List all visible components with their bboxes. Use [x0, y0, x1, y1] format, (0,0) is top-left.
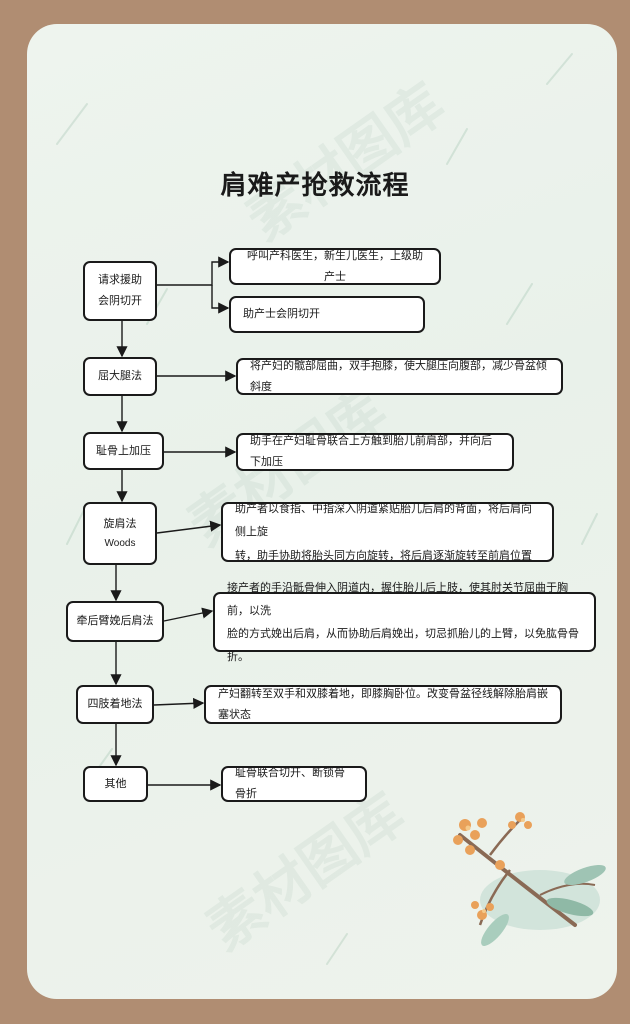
osmanthus-decoration-icon — [453, 812, 606, 946]
step-label-line2: Woods — [104, 538, 136, 550]
detail-all-fours: 产妇翻转至双手和双膝着地，即膝胸卧位。改变骨盆径线解除胎肩嵌塞状态 — [204, 685, 562, 724]
step-woods: 旋肩法 Woods — [83, 502, 157, 565]
step-label-line2: 会阴切开 — [98, 294, 142, 307]
detail-line1: 接产者的手沿骶骨伸入阴道内，握住胎儿后上肢，使其肘关节屈曲于胸前，以洗 — [227, 580, 568, 617]
detail-woods: 助产者以食指、中指深入阴道紧贴胎儿后肩的背面，将后肩向侧上旋 转，助手协助将胎头… — [221, 502, 554, 562]
detail-other: 耻骨联合切开、断锁骨骨折 — [221, 766, 367, 802]
watermark-text: 素材图库 — [195, 781, 416, 964]
step-request-help: 请求援助 会阴切开 — [83, 261, 157, 321]
page-title: 肩难产抢救流程 — [220, 171, 410, 201]
detail-mcroberts: 将产妇的髋部屈曲，双手抱膝，使大腿压向腹部，减少骨盆倾斜度 — [236, 358, 563, 395]
detail-suprapubic-pressure: 助手在产妇耻骨联合上方触到胎儿前肩部，并向后下加压 — [236, 433, 514, 471]
step-mcroberts: 屈大腿法 — [83, 357, 157, 396]
detail-posterior-arm: 接产者的手沿骶骨伸入阴道内，握住胎儿后上肢，使其肘关节屈曲于胸前，以洗 脸的方式… — [213, 581, 596, 663]
step-other: 其他 — [83, 766, 148, 802]
detail-line1: 助产者以食指、中指深入阴道紧贴胎儿后肩的背面，将后肩向侧上旋 — [235, 502, 532, 539]
step-all-fours: 四肢着地法 — [76, 685, 154, 724]
step-posterior-arm: 牵后臂娩后肩法 — [66, 601, 164, 642]
watermark-text: 素材图库 — [235, 71, 456, 254]
step-label-line1: 请求援助 — [98, 273, 142, 287]
detail-line2: 脸的方式娩出后肩，从而协助后肩娩出，切忌抓胎儿的上臂，以免肱骨骨折。 — [227, 627, 579, 664]
detail-episiotomy: 助产士会阴切开 — [229, 296, 425, 333]
detail-call-doctors: 呼叫产科医生，新生儿医生，上级助产士 — [229, 248, 441, 285]
step-suprapubic-pressure: 耻骨上加压 — [83, 432, 164, 470]
detail-line2: 转，助手协助将胎头同方向旋转，将后肩逐渐旋转至前肩位置 — [235, 548, 532, 562]
step-label-line1: 旋肩法 — [103, 516, 137, 530]
